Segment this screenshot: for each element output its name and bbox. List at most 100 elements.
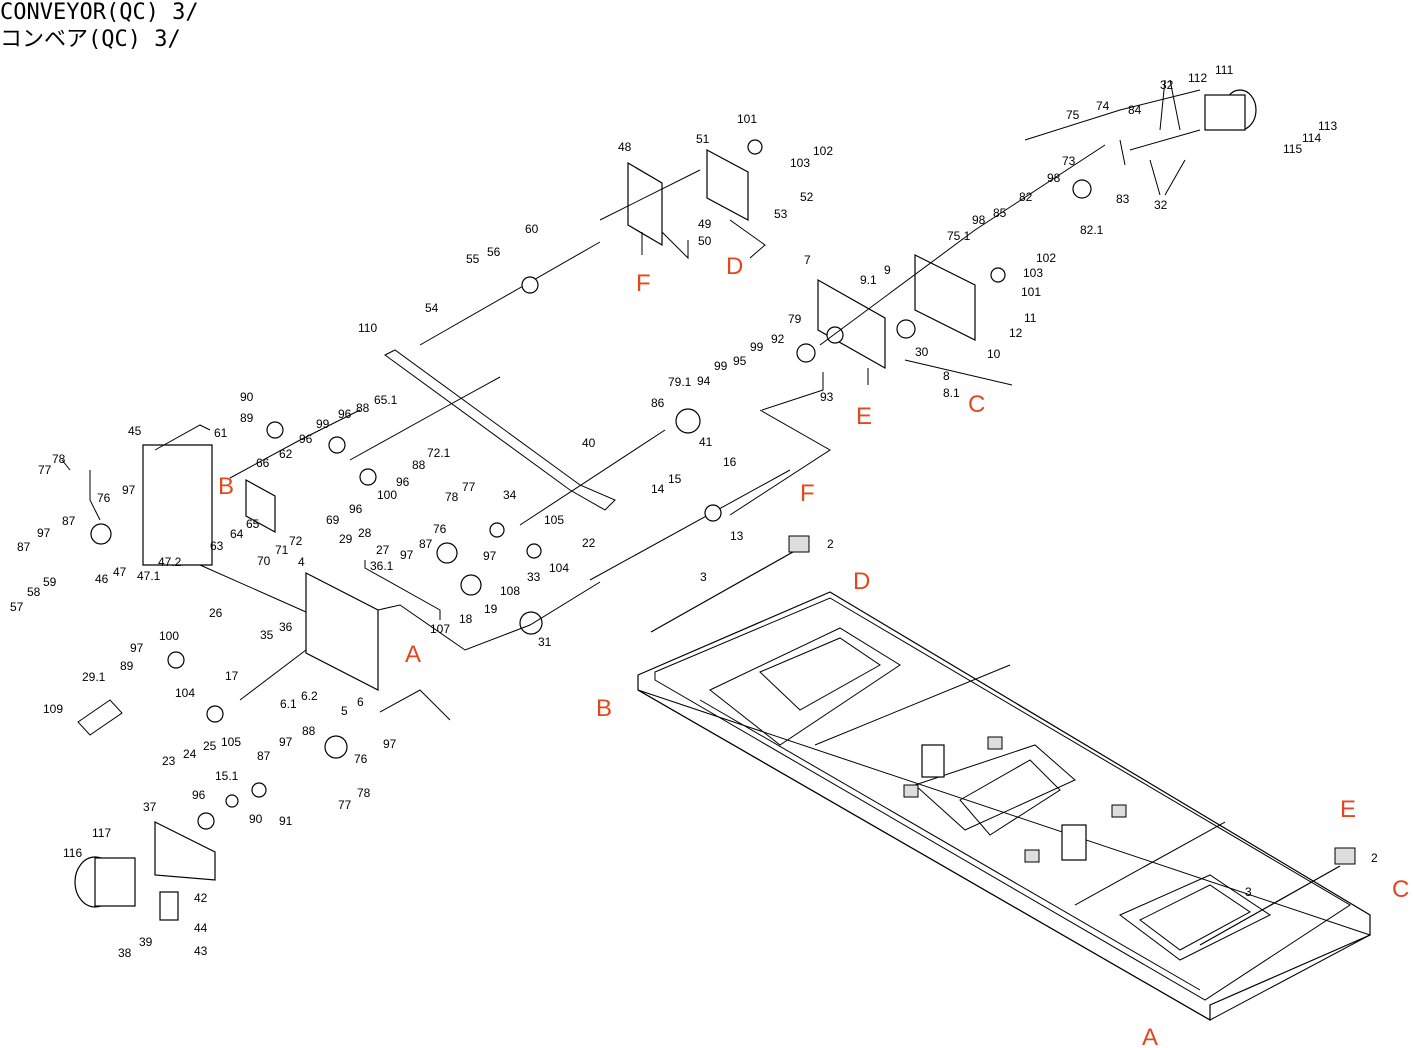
- part-label: 17: [225, 669, 239, 683]
- part-label: 100: [159, 629, 179, 643]
- part-label: 115: [1283, 142, 1302, 156]
- part-label: 61: [214, 426, 228, 440]
- part-label: 72: [289, 534, 303, 548]
- part-label: 99: [714, 359, 728, 373]
- part-label: 43: [194, 944, 208, 958]
- part-label: 6.1: [280, 697, 297, 711]
- part-label: 13: [730, 529, 744, 543]
- part-label: 2: [827, 537, 834, 551]
- part-label: 107: [430, 622, 450, 636]
- part-label: 50: [698, 234, 712, 248]
- part-label: 45: [128, 424, 142, 438]
- part-label: 16: [723, 455, 737, 469]
- part-label: 105: [221, 735, 241, 749]
- part-label: 37: [143, 800, 157, 814]
- ref-letter: A: [1142, 1024, 1158, 1048]
- part-label: 65: [246, 517, 260, 531]
- part-label: 35: [260, 628, 274, 642]
- part-label: 60: [525, 222, 539, 236]
- ref-letter: A: [405, 641, 421, 668]
- part-label: 112: [1188, 71, 1207, 85]
- part-label: 9.1: [860, 273, 877, 287]
- part-label: 97: [279, 735, 293, 749]
- part-label: 32: [1154, 198, 1168, 212]
- part-label: 26: [209, 606, 223, 620]
- part-label: 110: [358, 321, 377, 335]
- part-label: 56: [487, 245, 501, 259]
- part-label: 105: [544, 513, 564, 527]
- part-label: 19: [484, 602, 498, 616]
- part-label: 40: [582, 436, 596, 450]
- part-label: 79: [788, 312, 802, 326]
- part-label: 96: [349, 502, 363, 516]
- part-label: 8.1: [943, 386, 960, 400]
- part-label: 90: [249, 812, 263, 826]
- part-label: 75.1: [947, 229, 971, 243]
- part-label: 101: [1021, 285, 1041, 299]
- part-label: 82.1: [1080, 223, 1104, 237]
- part-label: 97: [122, 483, 136, 497]
- part-label: 73: [1062, 154, 1076, 168]
- part-label: 78: [357, 786, 371, 800]
- part-label: 74: [1096, 99, 1110, 113]
- part-label: 94: [697, 374, 711, 388]
- part-label: 86: [651, 396, 665, 410]
- part-label: 83: [1116, 192, 1130, 206]
- part-label: 117: [92, 826, 111, 840]
- part-label: 76: [433, 522, 447, 536]
- part-label: 91: [279, 814, 293, 828]
- part-label: 6.2: [301, 689, 318, 703]
- part-label: 87: [62, 514, 76, 528]
- parts: [74, 89, 1257, 921]
- part-label: 77: [38, 463, 52, 477]
- part-label: 33: [527, 570, 541, 584]
- part-label: 30: [915, 345, 929, 359]
- part-label: 48: [618, 140, 632, 154]
- part-label: 25: [203, 739, 217, 753]
- part-label: 96: [396, 475, 410, 489]
- part-label: 87: [419, 537, 433, 551]
- part-label: 15.1: [215, 769, 239, 783]
- part-label: 113: [1318, 119, 1337, 133]
- part-label: 14: [651, 482, 665, 496]
- part-label: 47: [113, 565, 127, 579]
- part-label: 29.1: [82, 670, 106, 684]
- part-label: 95: [733, 354, 747, 368]
- part-label: 109: [43, 702, 63, 716]
- part-label: 53: [774, 207, 788, 221]
- part-label: 22: [582, 536, 596, 550]
- part-label: 6: [357, 695, 364, 709]
- part-label: 4: [298, 555, 305, 569]
- part-label: 96: [338, 407, 352, 421]
- part-label: 102: [1036, 251, 1056, 265]
- part-label: 116: [63, 846, 82, 860]
- part-label: 97: [483, 549, 497, 563]
- part-label: 97: [383, 737, 397, 751]
- part-label: 31: [538, 635, 552, 649]
- ref-letter: B: [596, 695, 612, 722]
- part-label: 89: [240, 411, 254, 425]
- part-label: 3: [700, 570, 707, 584]
- ref-letter: B: [218, 473, 234, 500]
- part-label: 38: [118, 946, 132, 960]
- part-label: 9: [884, 263, 891, 277]
- part-label: 79.1: [668, 375, 692, 389]
- part-label: 78: [52, 452, 66, 466]
- part-label: 96: [192, 788, 206, 802]
- part-label: 58: [27, 585, 41, 599]
- ref-letter: D: [853, 568, 870, 595]
- part-label: 36: [279, 620, 293, 634]
- part-label: 76: [97, 491, 111, 505]
- part-label: 42: [194, 891, 208, 905]
- ref-letter: C: [1392, 876, 1409, 903]
- part-label: 15: [668, 472, 682, 486]
- part-label: 29: [339, 532, 353, 546]
- part-label: 69: [326, 513, 340, 527]
- ref-letter: E: [856, 403, 872, 430]
- part-label: 98: [972, 213, 986, 227]
- part-label: 41: [699, 435, 713, 449]
- part-label: 92: [771, 332, 785, 346]
- part-label: 103: [790, 156, 810, 170]
- part-label: 114: [1302, 131, 1321, 145]
